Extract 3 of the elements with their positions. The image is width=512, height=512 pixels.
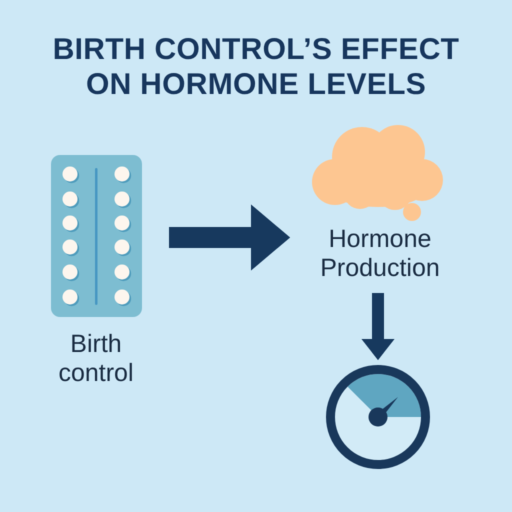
node-label: Birth control (57, 330, 135, 388)
node-label: Hormone Production (319, 225, 441, 283)
title: BIRTH CONTROL’S EFFECT ON HORMONE LEVELS (52, 32, 460, 102)
